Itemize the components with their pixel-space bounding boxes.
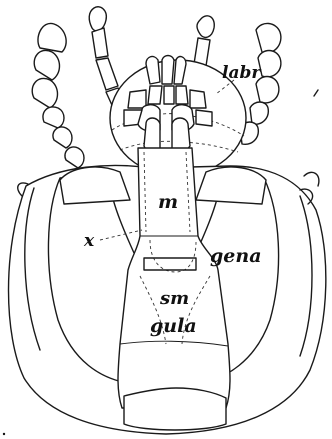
label-gena: gena (210, 245, 262, 267)
label-mentum: m (158, 191, 178, 213)
label-gula: gula (150, 315, 197, 337)
left-antenna (32, 23, 84, 168)
stray-dot (3, 433, 5, 435)
right-antenna (240, 23, 281, 144)
stray-mark (314, 90, 318, 96)
label-labrum: labr (222, 63, 261, 83)
label-x: x (83, 231, 95, 251)
label-submentum: sm (159, 288, 189, 309)
